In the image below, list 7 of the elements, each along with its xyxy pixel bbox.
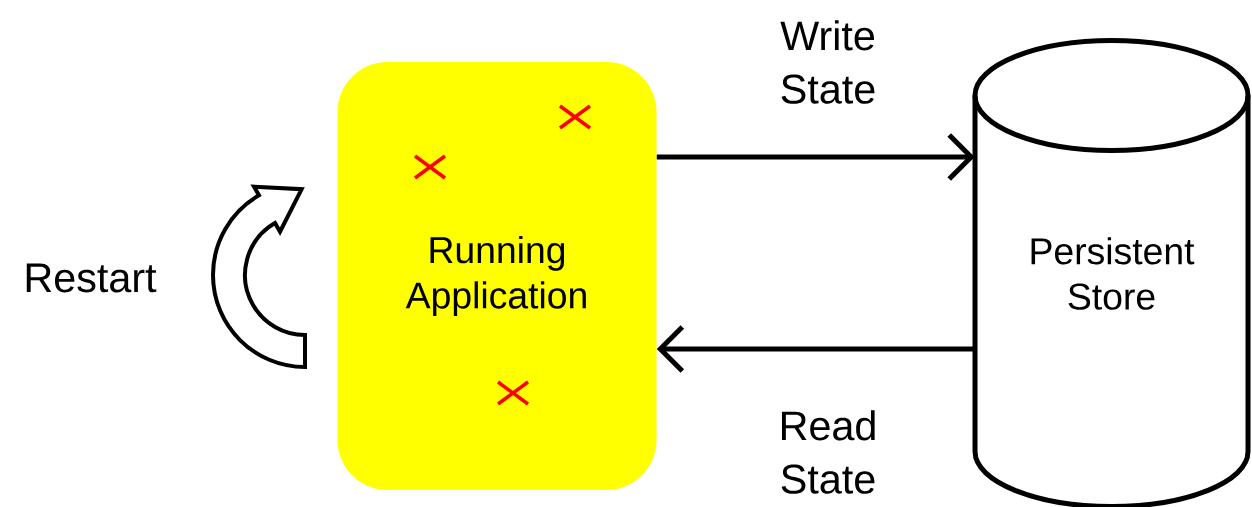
- label: Restart: [26, 263, 157, 293]
- arrow: [656, 325, 975, 373]
- edge-label: Write State: [780, 20, 875, 104]
- edge-label: Read State: [781, 410, 875, 494]
- rounded-box: Running Application: [337, 62, 657, 490]
- cylinder: Persistent Store: [972, 38, 1251, 507]
- arrow: [656, 133, 975, 181]
